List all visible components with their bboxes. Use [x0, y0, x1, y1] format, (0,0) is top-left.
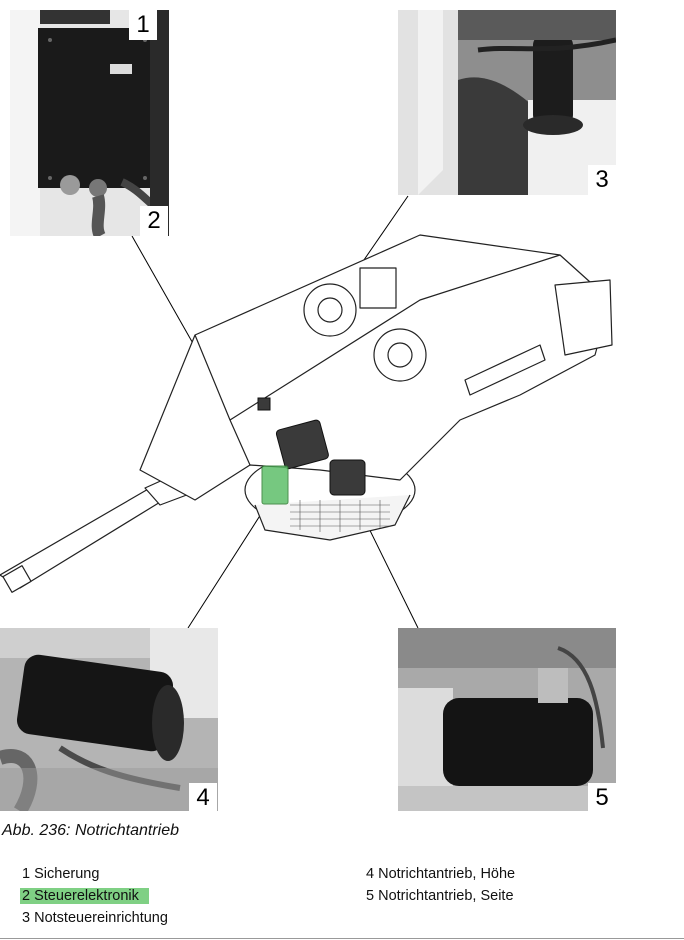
legend-highlight: 2 Steuerelektronik [20, 888, 149, 904]
legend-text: Notsteuereinrichtung [34, 910, 168, 926]
photo-emergency-control-art [398, 10, 616, 195]
legend-item-3: 3 Notsteuereinrichtung [22, 908, 168, 928]
photo-traverse-drive-art [398, 628, 616, 811]
legend-num: 2 [22, 888, 31, 904]
figure-caption: Abb. 236: Notrichtantrieb [2, 822, 179, 839]
legend-num: 5 [366, 888, 375, 904]
legend-num: 4 [366, 866, 375, 882]
photo-control-electronics [10, 10, 169, 236]
tank-illustration [0, 234, 613, 593]
photo-elevation-drive-art [0, 628, 218, 811]
legend-item-1: 1 Sicherung [22, 864, 99, 884]
callout-5: 5 [588, 783, 616, 813]
legend-text: Sicherung [34, 866, 100, 882]
callout-2: 2 [140, 206, 168, 236]
legend-text: Notrichtantrieb, Seite [378, 888, 514, 904]
legend-text: Steuerelektronik [34, 888, 139, 904]
legend-item-4: 4 Notrichtantrieb, Höhe [366, 864, 515, 884]
leader-line-4 [187, 499, 271, 629]
photo-emergency-control [398, 10, 616, 195]
control-electronics-highlight [261, 465, 289, 505]
legend-item-2: 2 Steuerelektronik [20, 886, 149, 906]
photo-control-electronics-art [10, 10, 169, 236]
callout-3: 3 [588, 165, 616, 195]
legend-num: 1 [22, 866, 31, 882]
legend-item-5: 5 Notrichtantrieb, Seite [366, 886, 514, 906]
photo-elevation-drive [0, 628, 218, 811]
callout-4: 4 [189, 783, 217, 813]
page-divider [0, 938, 684, 939]
photo-traverse-drive [398, 628, 616, 811]
callout-1: 1 [129, 10, 157, 40]
legend-text: Notrichtantrieb, Höhe [378, 866, 516, 882]
legend-num: 3 [22, 910, 31, 926]
